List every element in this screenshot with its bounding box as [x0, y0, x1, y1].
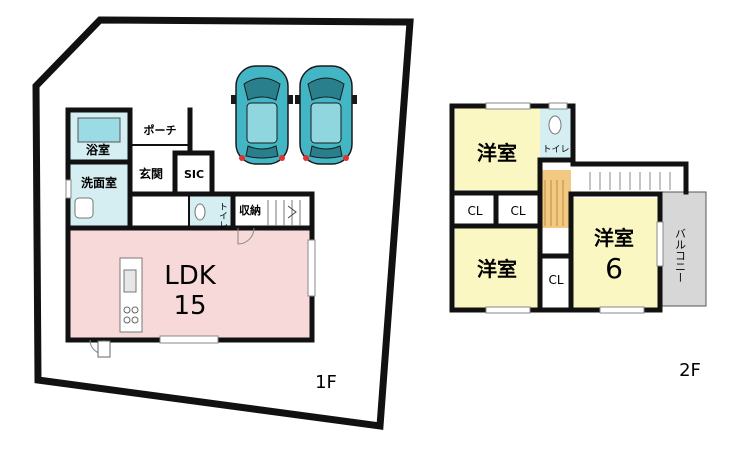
- toilet-icon: [548, 115, 562, 135]
- porch-label: ポーチ: [144, 123, 177, 137]
- western-room-bottom-label: 洋室: [477, 257, 517, 281]
- walls-2f: [449, 103, 689, 313]
- ldk-room: [68, 228, 312, 338]
- bathtub-icon: [77, 117, 121, 143]
- western-room-bottom: [455, 228, 540, 308]
- western-room-right-size: 6: [605, 252, 623, 285]
- ldk-label: LDK: [164, 261, 217, 291]
- washroom-label: 洗面室: [81, 175, 117, 190]
- entrance-label: 玄関: [139, 166, 163, 181]
- ldk-size: 15: [173, 291, 206, 321]
- western-room-right-label: 洋室: [594, 226, 634, 250]
- floor-1f-label: 1F: [315, 372, 337, 393]
- stairs-1f: [267, 200, 301, 226]
- western-room-right: [571, 198, 658, 308]
- toilet-icon: [194, 203, 206, 221]
- toilet-label-1f: トイレ: [217, 202, 228, 229]
- parked-car-icon: [231, 65, 293, 165]
- toilet-label-2f: トイレ: [542, 145, 569, 155]
- closet-middle-label: CL: [510, 204, 525, 218]
- sic-label: SIC: [184, 168, 204, 181]
- closet-lower-label: CL: [548, 273, 563, 287]
- western-room-top: [455, 108, 540, 190]
- parked-car-icon: [295, 65, 357, 165]
- storage-label: 収納: [239, 203, 261, 217]
- windows-2f: [485, 102, 664, 314]
- stairs-2f: [544, 180, 564, 226]
- western-room-top-label: 洋室: [477, 141, 517, 165]
- balcony-label: バルコニー: [674, 228, 687, 283]
- closet-left-label: CL: [467, 204, 482, 218]
- balcony: [661, 191, 707, 307]
- bath-label: 浴室: [86, 142, 110, 157]
- kitchen-counter: [119, 257, 143, 333]
- windows-1f: [65, 179, 316, 344]
- stairs-hall-2f: [589, 172, 671, 190]
- floor-2f-label: 2F: [679, 360, 701, 381]
